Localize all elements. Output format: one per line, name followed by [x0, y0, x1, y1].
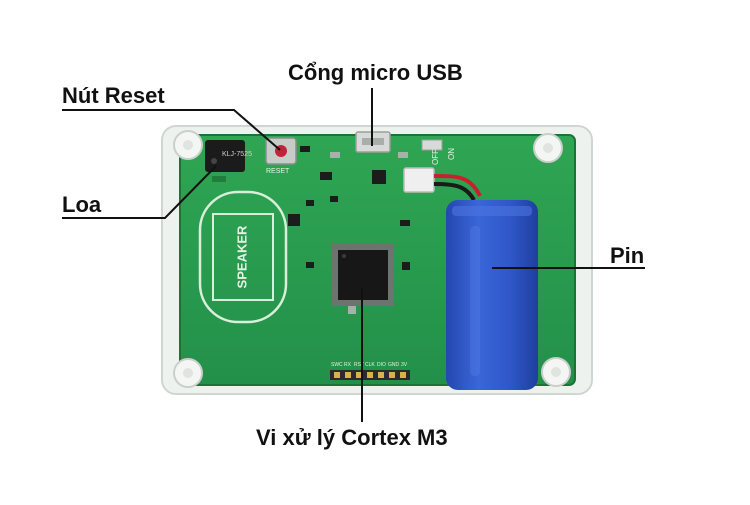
- battery-callout: Pin: [610, 243, 645, 268]
- pin-label: RX: [344, 362, 352, 368]
- power-switch: [421, 139, 443, 151]
- speaker-outline: [198, 190, 288, 324]
- switch-off-print: OFF: [431, 149, 440, 165]
- battery-wires: [433, 174, 482, 197]
- processor-callout: Vi xử lý Cortex M3: [256, 425, 448, 450]
- buzzer-print: KLJ-7525: [222, 151, 252, 158]
- standoff-bottom-right: [541, 357, 571, 387]
- reset-button-callout: Nút Reset: [62, 83, 165, 108]
- pin-label: GND: [388, 362, 400, 368]
- buzzer-module: [205, 140, 245, 172]
- reset-leader: [62, 109, 281, 151]
- speaker-leader: [62, 165, 217, 219]
- standoff-top-left: [173, 130, 203, 160]
- reset-print: RESET: [266, 168, 290, 175]
- pin-label: SWC: [331, 362, 343, 368]
- battery-connector: [403, 167, 435, 193]
- standoff-top-right: [533, 133, 563, 163]
- pin-label: CLK: [365, 362, 375, 368]
- pin-label: 3V: [401, 362, 408, 368]
- usb-port-callout: Cổng micro USB: [288, 60, 463, 85]
- smd-components: [288, 146, 410, 270]
- header-pin-row: [334, 372, 406, 378]
- battery-pack: [446, 200, 538, 390]
- leader-lines: [62, 88, 645, 422]
- switch-on-print: ON: [447, 148, 456, 160]
- standoff-bottom-left: [173, 358, 203, 388]
- speaker-callout: Loa: [62, 192, 102, 217]
- pin-labels: SWC RX RST CLK DIO GND 3V: [331, 362, 408, 368]
- speaker-print: SPEAKER: [234, 225, 249, 288]
- speaker-label-box: [212, 213, 274, 301]
- pin-label: RST: [354, 362, 364, 368]
- pin-label: DIO: [377, 362, 386, 368]
